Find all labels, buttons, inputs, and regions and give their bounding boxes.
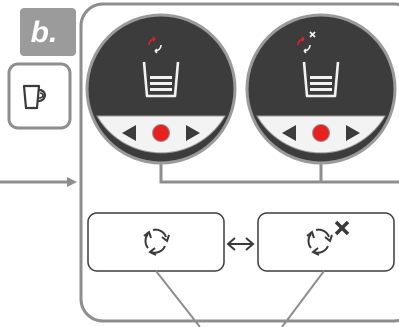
select-button[interactable]: [152, 124, 170, 142]
connector-lines-bottom: [155, 270, 325, 327]
nav-left-button[interactable]: [122, 125, 136, 141]
nav-right-button[interactable]: [346, 125, 360, 141]
step-label-text: b.: [31, 16, 58, 49]
toggle-arrow: [226, 237, 255, 251]
cup-with-handle-icon: [22, 84, 46, 110]
glass-icon: [302, 61, 340, 98]
nav-right-button[interactable]: [186, 125, 200, 141]
select-button[interactable]: [312, 124, 330, 142]
rinse-off-button[interactable]: [257, 212, 395, 272]
glass-icon: [142, 61, 180, 98]
rinse-cycle-icon: [148, 36, 162, 54]
display-rinse-on: [85, 13, 237, 165]
step-label: b.: [20, 8, 76, 56]
cup-button[interactable]: [7, 62, 72, 130]
rinse-cycle-off-icon: [306, 220, 350, 256]
panel-frame: [79, 2, 399, 323]
rinse-cycle-icon: [143, 228, 170, 256]
display-rinse-off: [245, 13, 397, 165]
rinse-cycle-off-icon: [297, 31, 316, 54]
nav-left-button[interactable]: [282, 125, 296, 141]
rinse-on-button[interactable]: [87, 212, 225, 272]
step-label-box: [20, 8, 76, 56]
